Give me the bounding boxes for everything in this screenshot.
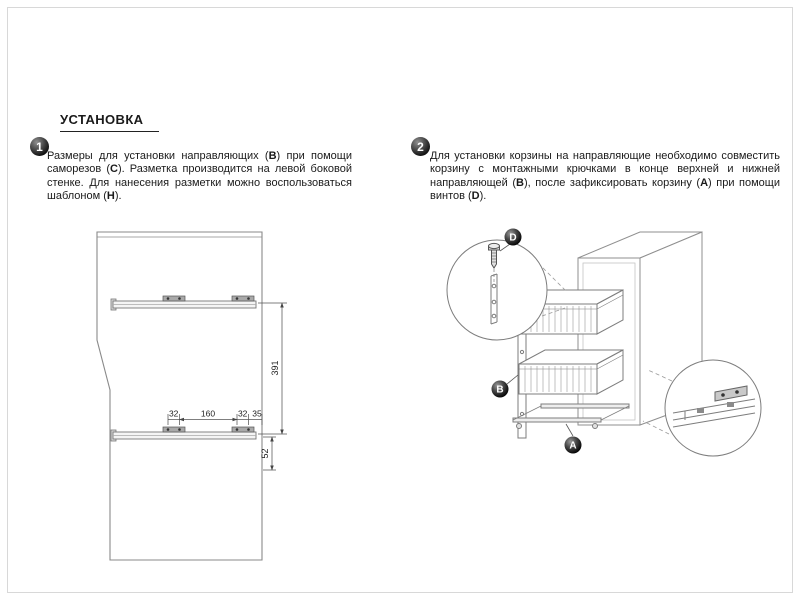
callout-badges: D B A [491,228,582,454]
ref-letter: H [106,190,115,203]
dimension-lines [167,302,287,471]
callout-a-badge: A [564,436,582,454]
step-number: 2 [417,139,424,154]
page-title: УСТАНОВКА [60,112,160,132]
callout-d-badge: D [504,228,522,246]
dim-label-d: 35 [252,409,262,419]
dim-label-b: 160 [201,409,215,419]
dimension-labels: 32 160 32 35 391 52 [169,360,280,458]
text-run: ). [479,190,487,203]
callout-d-label: D [509,233,516,244]
dim-label-c: 32 [238,409,248,419]
drawer-slide-lower [110,426,257,442]
text-run: ) при помощи винтов ( [430,176,780,203]
pull-out-basket [512,272,630,439]
ref-letter: C [109,163,118,176]
text-run: ). Разметка производится на левой боково… [47,163,352,203]
callout-a-label: A [569,441,576,452]
detail-view-screw [446,239,548,341]
ref-letter: D [471,190,480,203]
drawing-side-panel-marking: 32 160 32 35 391 52 [96,231,287,561]
text-run: Размеры для установки направляющих ( [47,150,269,162]
detail-view-rail-hook [664,359,762,457]
text-run: ) при помощи саморезов ( [47,150,352,176]
ref-letter: B [516,176,524,189]
callout-b-badge: B [491,380,509,398]
drawer-slide-upper [110,295,257,311]
step-1-badge: 1 [30,137,49,156]
step-2-text: Для установки корзины на направляющие не… [430,150,780,204]
dim-label-a: 32 [169,409,179,419]
step-number: 1 [36,139,43,154]
step-1-text: Размеры для установки направляющих (B) п… [47,150,352,204]
ref-letter: A [700,176,709,189]
step-2-badge: 2 [411,137,430,156]
ref-letter: B [268,150,277,162]
text-run: ). [114,190,122,203]
dim-label-e: 52 [260,448,270,458]
basket-wires-lower [524,366,592,392]
side-panel-outline [96,231,263,561]
text-run: Для установки корзины на направляющие не… [430,150,780,189]
callout-leader-lines [499,243,574,437]
text-run: ), после зафиксировать корзину ( [523,176,701,189]
screw-icon [488,242,500,269]
drawing-basket-mounting: D B A [446,228,762,457]
dim-label-vertical: 391 [270,360,280,375]
callout-b-label: B [496,385,503,396]
